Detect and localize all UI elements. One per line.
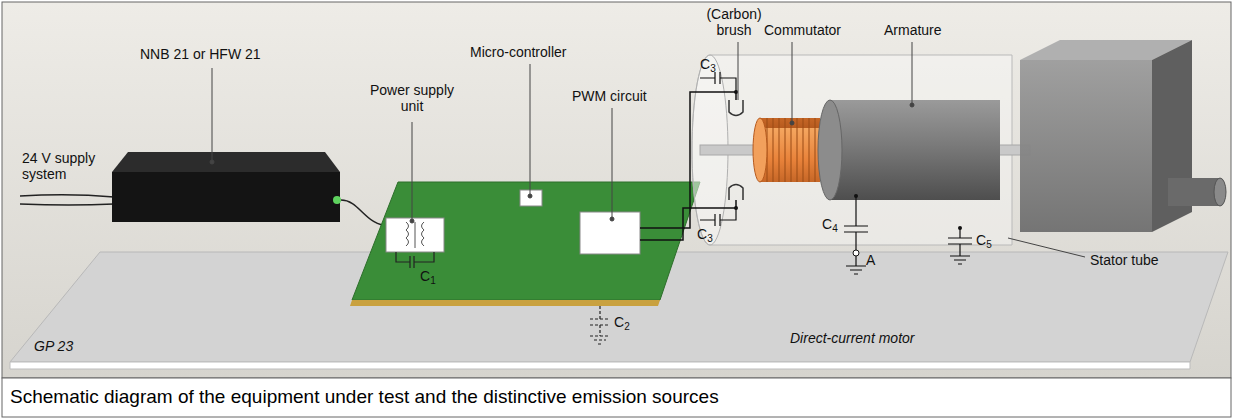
motor-wire: [640, 200, 736, 240]
component-label: C1: [420, 268, 450, 284]
leader-dot: [528, 194, 532, 198]
carbon-brush: [729, 185, 743, 201]
carbon-brush: [729, 100, 743, 116]
transformer-core: [415, 222, 416, 248]
component-label: C3: [697, 226, 727, 242]
background: [2, 2, 1231, 378]
gearbox: [1020, 60, 1152, 232]
leader-dot: [410, 219, 414, 223]
junction-dot: [958, 226, 962, 230]
part-label: 24 V supply system: [22, 150, 114, 182]
caption-panel: [2, 378, 1231, 417]
part-label: Commutator: [764, 22, 864, 38]
junction-dot: [734, 206, 738, 210]
output-shaft: [1168, 178, 1220, 206]
ground-plane-edge: [10, 362, 1190, 369]
commutator-end: [753, 118, 767, 182]
capacitor-symbol: [948, 228, 972, 264]
part-label: (Carbon) brush: [694, 6, 774, 38]
led: [333, 196, 341, 204]
component-label: C3: [700, 56, 730, 72]
supply-wire: [20, 195, 114, 197]
junction-dot: [854, 194, 858, 198]
part-label: Armature: [884, 22, 974, 38]
part-label: Stator tube: [1090, 252, 1200, 268]
plane-label: Direct-current motor: [790, 330, 990, 346]
ground-symbol: [846, 256, 866, 274]
terminal-label: A: [866, 252, 886, 268]
armature: [830, 100, 1000, 200]
part-label: Power supply unit: [362, 82, 462, 114]
part-label: NNB 21 or HFW 21: [140, 46, 290, 62]
armature-end: [818, 100, 842, 200]
transformer-coil: [406, 222, 409, 246]
commutator: [760, 118, 820, 182]
leader-line: [612, 108, 613, 218]
junction-dot: [734, 90, 738, 94]
pcb: [352, 182, 700, 300]
leader-line: [212, 68, 213, 160]
leader-line: [1008, 238, 1085, 257]
component-label: C5: [976, 232, 1006, 248]
capacitor-symbol: [844, 196, 868, 250]
figure-caption: Schematic diagram of the equipment under…: [10, 386, 719, 408]
network-box: [112, 172, 340, 222]
leader-line: [530, 64, 531, 195]
pcb-edge: [350, 300, 660, 306]
component-label: C2: [614, 314, 644, 330]
transformer-coil: [422, 222, 425, 246]
micro-controller: [520, 190, 542, 206]
leader-line: [738, 42, 739, 100]
transformer: [386, 218, 444, 252]
plane-label: GP 23: [34, 338, 114, 354]
capacitor-symbol: [590, 306, 610, 344]
leader-line: [412, 122, 413, 220]
leader-dot: [610, 217, 614, 221]
capacitor-symbol: [700, 72, 736, 92]
pwm-circuit: [580, 212, 640, 254]
component-label: C4: [822, 216, 852, 232]
output-shaft-end: [1214, 178, 1226, 206]
network-box-top: [112, 152, 340, 172]
leader-line: [912, 42, 913, 104]
capacitor-symbol: [396, 252, 434, 268]
leader-dot: [210, 160, 214, 164]
capacitor-symbol: [700, 208, 736, 226]
part-label: PWM circuit: [572, 88, 682, 104]
terminal-a: [853, 250, 859, 256]
leader-dot: [910, 103, 914, 107]
supply-wire: [20, 204, 114, 205]
part-label: Micro-controller: [470, 44, 600, 60]
leader-line: [792, 42, 793, 122]
leader-dot: [790, 121, 794, 125]
